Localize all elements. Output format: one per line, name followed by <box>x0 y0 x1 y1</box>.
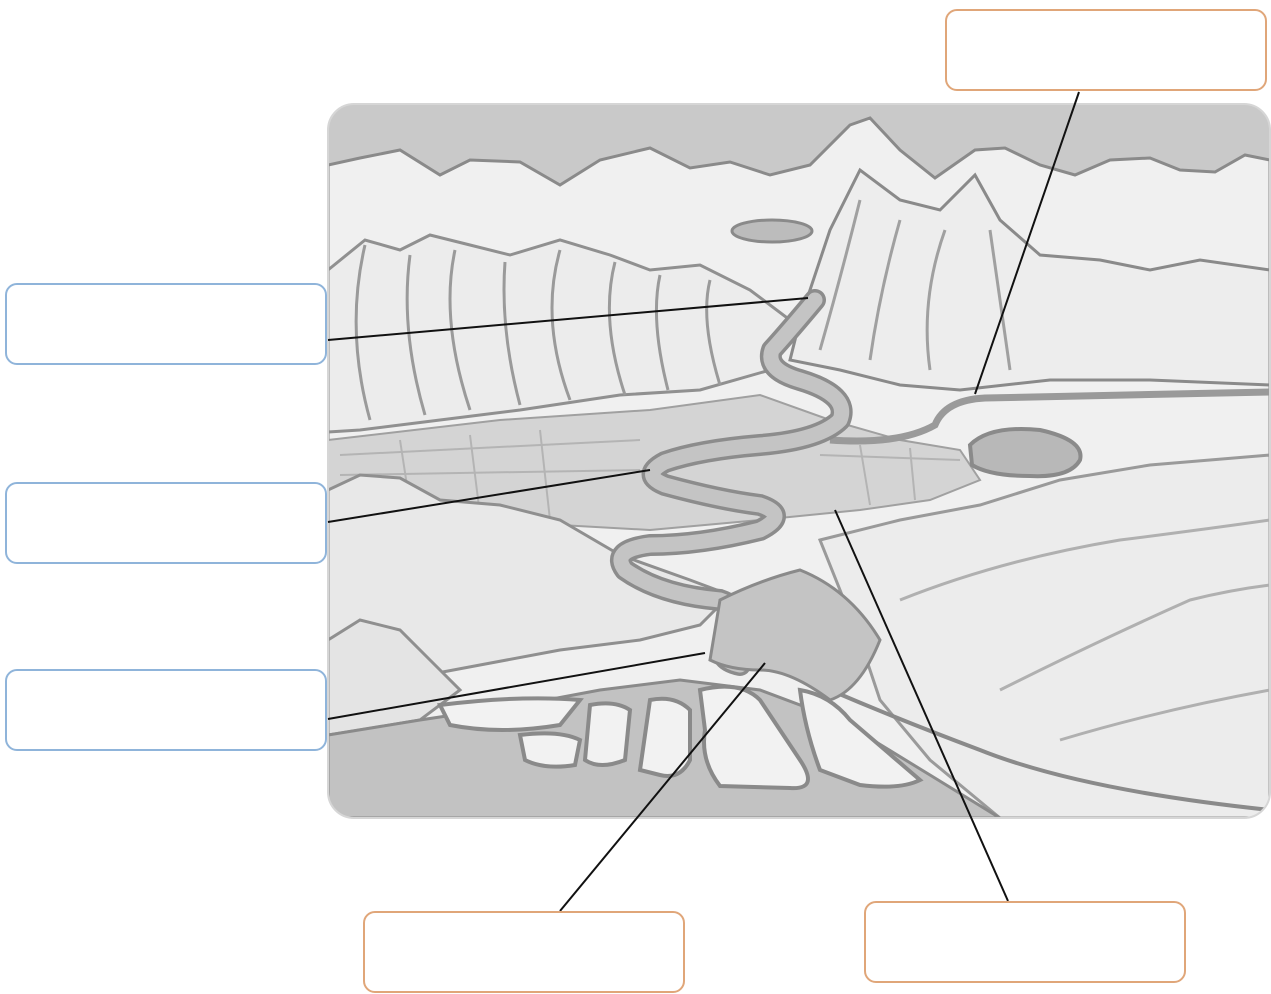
mountain-lake <box>732 220 812 242</box>
label-box-source[interactable] <box>945 9 1267 91</box>
label-box-middle-course[interactable] <box>5 482 327 564</box>
label-box-upper-course[interactable] <box>5 283 327 365</box>
label-box-mouth[interactable] <box>363 911 685 993</box>
landscape-illustration <box>328 104 1270 818</box>
oxbow-lake <box>970 429 1081 476</box>
label-box-lower-course[interactable] <box>5 669 327 751</box>
label-box-meander[interactable] <box>864 901 1186 983</box>
